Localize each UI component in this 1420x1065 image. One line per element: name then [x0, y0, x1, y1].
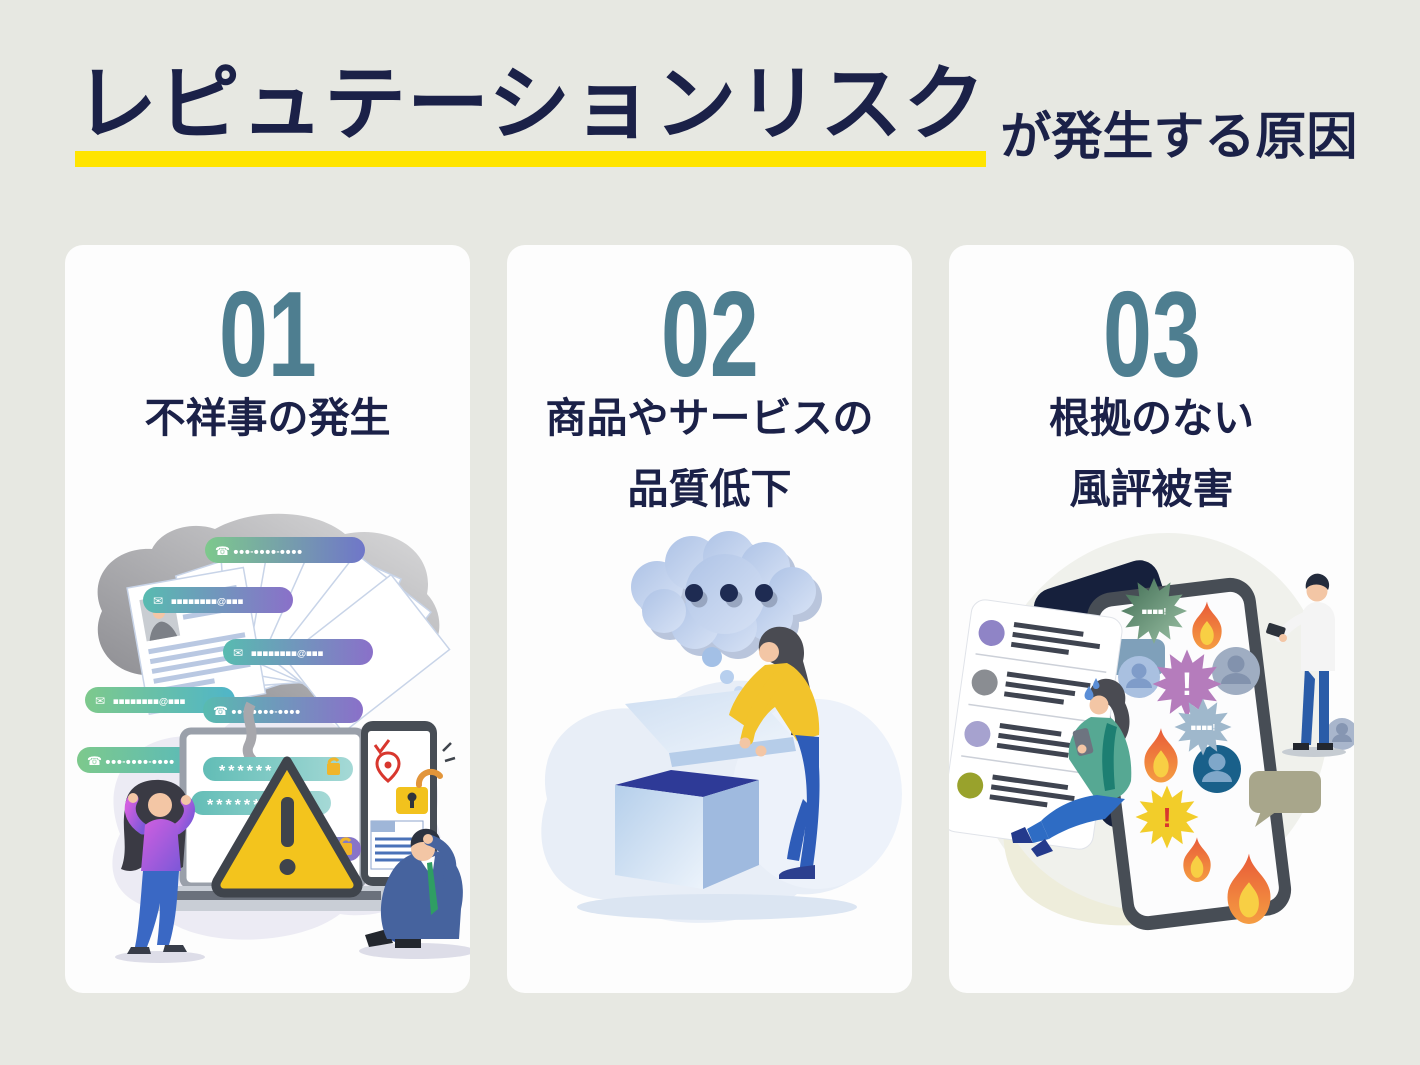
svg-text:●●●-●●●●-●●●●: ●●●-●●●●-●●●● [233, 547, 302, 558]
card-number: 03 [1102, 266, 1201, 402]
card-01-scandal: 01 不祥事の発生 [65, 245, 470, 993]
svg-text:******: ****** [207, 797, 262, 814]
stressed-woman [121, 779, 195, 954]
despairing-man [365, 828, 463, 948]
user-avatar-icon [1326, 718, 1354, 750]
shadow [359, 943, 470, 959]
box-lid-edge [669, 737, 796, 767]
card-number: 02 [660, 266, 759, 402]
card-title-line: 不祥事の発生 [144, 395, 391, 441]
comment-feed [949, 599, 1123, 850]
title-main: レピュテーションリスク [75, 61, 987, 167]
svg-text:■■■■■■■■@■■■: ■■■■■■■■@■■■ [171, 597, 244, 608]
svg-text:●●●-●●●●-●●●●: ●●●-●●●●-●●●● [105, 757, 174, 768]
user-avatar-icon [1193, 745, 1241, 793]
card-02-quality: 02 商品やサービスの 品質低下 [507, 245, 912, 993]
phone-icon: ☎ [215, 544, 230, 558]
man-browsing-phone [1266, 573, 1346, 757]
card-title-line: 商品やサービスの [545, 395, 874, 441]
disappointed-woman [729, 626, 820, 879]
cards-row: 01 不祥事の発生 [65, 245, 1354, 993]
page-title: レピュテーションリスク が発生する原因 [75, 61, 1358, 167]
email-icon: ✉ [95, 694, 105, 708]
user-avatar-icon [1118, 656, 1160, 698]
angry-comment-burst: ■■■■! [1121, 578, 1187, 644]
warning-triangle [211, 756, 363, 898]
alert-burst-purple: ! [1152, 649, 1222, 719]
sns-flaming-illustration: ■■■■! ! ■■■■! ! [949, 532, 1354, 931]
worried-woman [1011, 678, 1132, 857]
card-title-line: 品質低下 [627, 465, 792, 512]
svg-text:!: ! [1182, 666, 1193, 702]
svg-text:●●●-●●●●-●●●●: ●●●-●●●●-●●●● [231, 707, 300, 718]
svg-text:■■■■!: ■■■■! [1142, 607, 1167, 617]
background-blob-yellow [1003, 819, 1194, 926]
shadow [577, 894, 857, 920]
card-title: 商品やサービスの 品質低下 [507, 383, 912, 524]
alert-burst-yellow: ! [1135, 785, 1199, 849]
data-leak-illustration: ☎ ●●●-●●●●-●●●● ✉ ■■■■■■■■@■■■ ✉ ■■■■■■■… [77, 513, 470, 963]
card-title-line: 風評被害 [1069, 465, 1234, 512]
svg-text:!: ! [1162, 802, 1171, 833]
email-icon: ✉ [153, 594, 163, 608]
sweat-drop [1084, 686, 1094, 700]
svg-text:■■■■■■■■@■■■: ■■■■■■■■@■■■ [113, 697, 186, 708]
angry-comment-burst: ■■■■! [1174, 698, 1232, 756]
card-03-rumor: 03 根拠のない 風評被害 [949, 245, 1354, 993]
svg-text:■■■■!: ■■■■! [1191, 723, 1216, 733]
phone-icon: ☎ [87, 754, 102, 768]
open-empty-box [615, 689, 796, 889]
card-title: 根拠のない 風評被害 [949, 383, 1354, 524]
thought-cloud [631, 531, 822, 696]
title-suffix: が発生する原因 [1000, 107, 1358, 165]
svg-text:******: ****** [219, 763, 274, 780]
card-number: 01 [218, 266, 317, 402]
speech-bubble-olive [1249, 771, 1321, 827]
open-padlock-icon [396, 742, 456, 814]
thought-dots [685, 584, 778, 608]
email-icon: ✉ [233, 646, 243, 660]
empty-box-illustration [541, 531, 902, 923]
sweat-drop [1092, 678, 1100, 689]
svg-text:■■■■■■■■@■■■: ■■■■■■■■@■■■ [251, 649, 324, 660]
card-title-line: 根拠のない [1049, 395, 1254, 441]
user-avatar-icon [1212, 647, 1260, 695]
phone-icon: ☎ [213, 704, 228, 718]
card-title: 不祥事の発生 [65, 383, 470, 454]
